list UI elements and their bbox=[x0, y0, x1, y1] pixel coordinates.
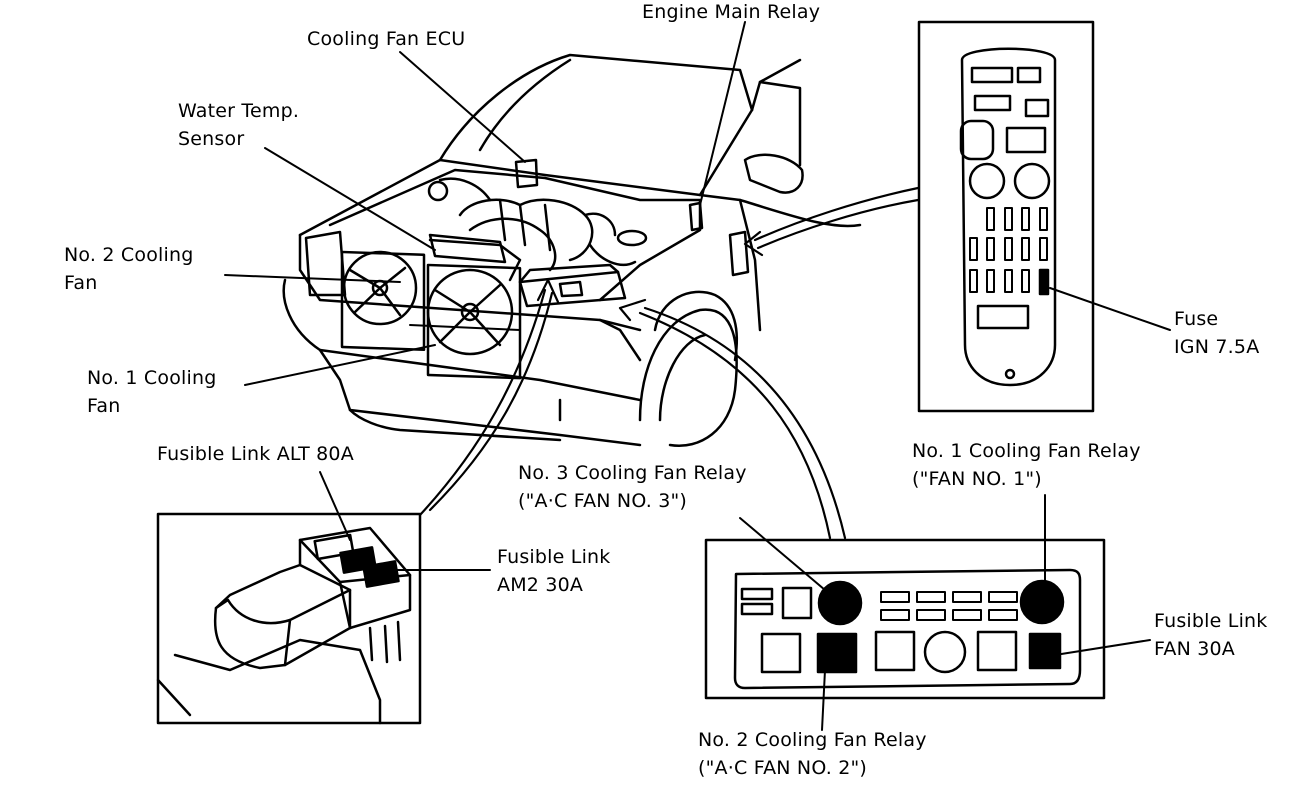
label-fuse-ign: Fuse IGN 7.5A bbox=[1174, 308, 1260, 358]
leader-lines bbox=[224, 21, 1171, 731]
label-cooling-fan-ecu: Cooling Fan ECU bbox=[307, 28, 466, 50]
label-engine-main-relay: Engine Main Relay bbox=[642, 1, 821, 23]
fuse-box-detail bbox=[917, 20, 1095, 413]
label-fusible-link-fan: Fusible Link FAN 30A bbox=[1154, 610, 1268, 660]
label-no1-cooling-fan-relay: No. 1 Cooling Fan Relay ("FAN NO. 1") bbox=[912, 440, 1141, 490]
relay-box-detail bbox=[704, 538, 1106, 700]
car-body bbox=[282, 53, 862, 447]
label-water-temp-sensor: Water Temp. Sensor bbox=[178, 100, 300, 150]
label-fusible-link-alt: Fusible Link ALT 80A bbox=[157, 443, 354, 465]
callout-arrows bbox=[418, 186, 920, 540]
label-fusible-link-am2: Fusible Link AM2 30A bbox=[497, 546, 611, 596]
label-no1-cooling-fan: No. 1 Cooling Fan bbox=[87, 367, 217, 417]
label-no2-cooling-fan-relay: No. 2 Cooling Fan Relay ("A·C FAN NO. 2"… bbox=[698, 729, 927, 779]
fusible-link-detail bbox=[156, 512, 422, 725]
label-no2-cooling-fan: No. 2 Cooling Fan bbox=[64, 244, 194, 294]
label-no3-cooling-fan-relay: No. 3 Cooling Fan Relay ("A·C FAN NO. 3"… bbox=[518, 462, 747, 512]
